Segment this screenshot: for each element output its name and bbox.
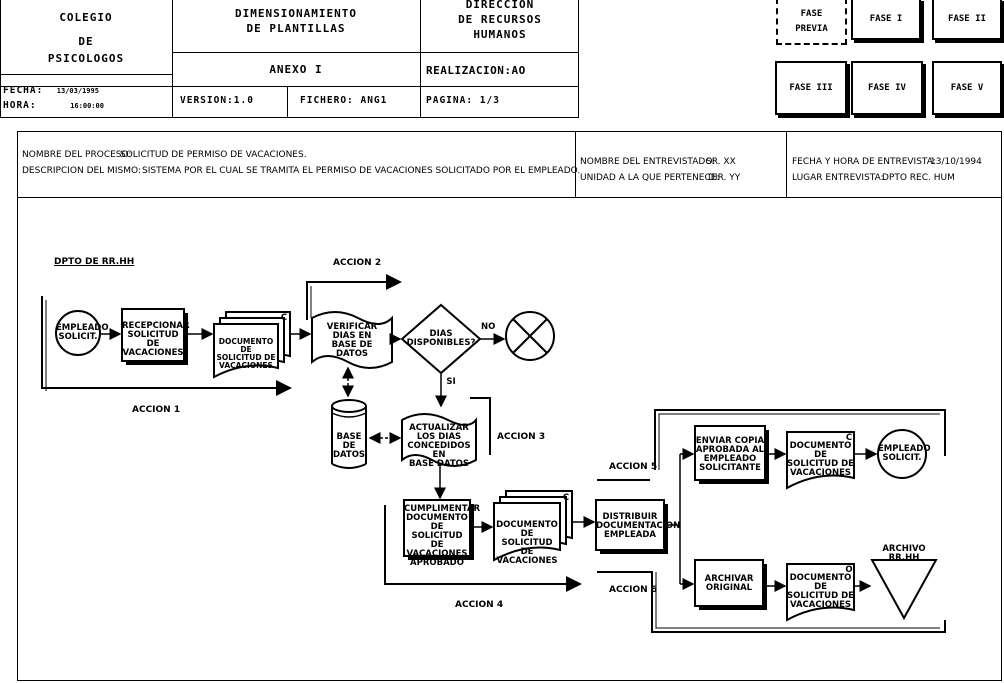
accion2-bracket [306, 274, 402, 320]
archivar-label: ARCHIVAR ORIGINAL [704, 574, 754, 593]
page-field: PAGINA: 1/3 [426, 95, 500, 106]
accion1-label: ACCION 1 [132, 405, 181, 415]
base-datos-label: BASE DE DATOS [332, 432, 366, 460]
documento-3-label: DOCUMENTO DE SOLICITUD DE VACACIONES [787, 441, 854, 478]
institution-name: COLEGIO DE [59, 11, 113, 48]
info-divider [575, 131, 576, 197]
info-divider [786, 131, 787, 197]
accion5-bracket [597, 409, 946, 481]
documento-solicitud-1 [213, 311, 291, 379]
empleado-start-label: EMPLEADO SOLICIT. [56, 323, 109, 342]
accion5-label: ACCION 5 [609, 462, 658, 472]
recepcionar-process-box [121, 308, 185, 362]
archivo-rrhh-storage [870, 559, 938, 621]
direction-name: DIRECCION DE RECURSOS HUMANOS [458, 0, 542, 41]
header-divider [172, 86, 173, 118]
verificar-label: VERIFICAR DIAS EN BASE DE DATOS [326, 322, 378, 359]
phase-5-button[interactable]: FASE V [932, 61, 1002, 115]
empleado-end-label: EMPLEADO SOLICIT. [878, 444, 931, 463]
file-field: FICHERO: ANG1 [300, 95, 388, 106]
realization-label: REALIZACION:AO [426, 64, 526, 77]
phase-2-button[interactable]: FASE II [932, 0, 1002, 40]
empleado-end-node [877, 429, 927, 479]
accion3-bracket [470, 397, 491, 455]
institution-name-line3: PSICOLOGOS [47, 52, 125, 65]
decision-label: DIAS DISPONIBLES? [406, 329, 476, 348]
cumplimentar-label: CUMPLIMENTAR DOCUMENTO DE SOLICITUD DE V… [404, 504, 481, 568]
phase-3-button[interactable]: FASE III [775, 61, 847, 115]
accion4-bracket [384, 505, 582, 592]
document-title: DIMENSIONAMIENTO DE PLANTILLAS [235, 7, 357, 35]
enviar-label: ENVIAR COPIA APROBADA AL EMPLEADO SOLICI… [695, 436, 765, 473]
documento-2-label: DOCUMENTO DE SOLICITUD DE VACACIONES [496, 520, 558, 566]
annex-label: ANEXO I [269, 63, 323, 76]
header-divider [172, 52, 579, 53]
cumplimentar-process-box [403, 499, 471, 557]
accion1-bracket [41, 296, 292, 396]
header-divider [420, 0, 421, 118]
info-panel [17, 131, 1002, 681]
archivo-label: ARCHIVO RR.HH [882, 544, 926, 563]
documento-1-label: DOCUMENTO DE SOLICITUD DE VACACIONES [216, 337, 276, 370]
accion4-label: ACCION 4 [455, 600, 504, 610]
header-divider [0, 74, 172, 75]
si-label: SI [446, 377, 456, 387]
empleado-start-node [55, 310, 101, 356]
phase-1-button[interactable]: FASE I [851, 0, 921, 40]
header-divider [0, 86, 579, 87]
process-info: NOMBRE DEL PROCESO:SOLICITUD DE PERMISO … [22, 150, 581, 176]
header-divider [172, 0, 173, 87]
date-field: FECHA: 13/03/1995 [3, 85, 99, 96]
actualizar-label: ACTUALIZAR LOS DIAS CONCEDIDOS EN BASE D… [407, 423, 471, 469]
copy-o-label: O [845, 565, 853, 575]
documento-4-label: DOCUMENTO DE SOLICITUD DE VACACIONES [787, 573, 854, 610]
accion2-label: ACCION 2 [333, 258, 382, 268]
interviewee-info: NOMBRE DEL ENTREVISTADO:SR. XX UNIDAD A … [580, 157, 741, 183]
header-divider [287, 86, 288, 118]
accion6-label: ACCION 6 [609, 585, 658, 595]
accion3-label: ACCION 3 [497, 432, 546, 442]
no-label: NO [481, 322, 496, 332]
info-divider [17, 197, 1002, 198]
documento-solicitud-4 [786, 563, 855, 622]
recepcionar-label: RECEPCIONAR SOLICITUD DE VACACIONES [122, 321, 190, 358]
accion6-bracket [597, 571, 946, 633]
documento-solicitud-2 [493, 490, 573, 562]
time-field: HORA: 16:00:00 [3, 100, 104, 111]
documento-solicitud-3 [786, 431, 855, 490]
actualizar-process-box [401, 413, 477, 467]
version-field: VERSION:1.0 [180, 95, 254, 106]
phase-4-button[interactable]: FASE IV [851, 61, 923, 115]
copy-c-label-3: C [845, 433, 853, 443]
copy-c-label-2: C [562, 493, 570, 503]
copy-c-label: C [280, 313, 288, 323]
flow-connectors [100, 328, 878, 592]
distribuir-label: DISTRIBUIR DOCUMENTACION EMPLEADA [596, 512, 681, 540]
interview-info: FECHA Y HORA DE ENTREVISTA:13/10/1994 LU… [792, 157, 982, 183]
department-label: DPTO DE RR.HH [54, 257, 135, 267]
base-datos-cylinder [331, 399, 367, 469]
verificar-process-box [311, 311, 393, 369]
header-table [0, 0, 579, 118]
end-terminator [505, 311, 555, 361]
